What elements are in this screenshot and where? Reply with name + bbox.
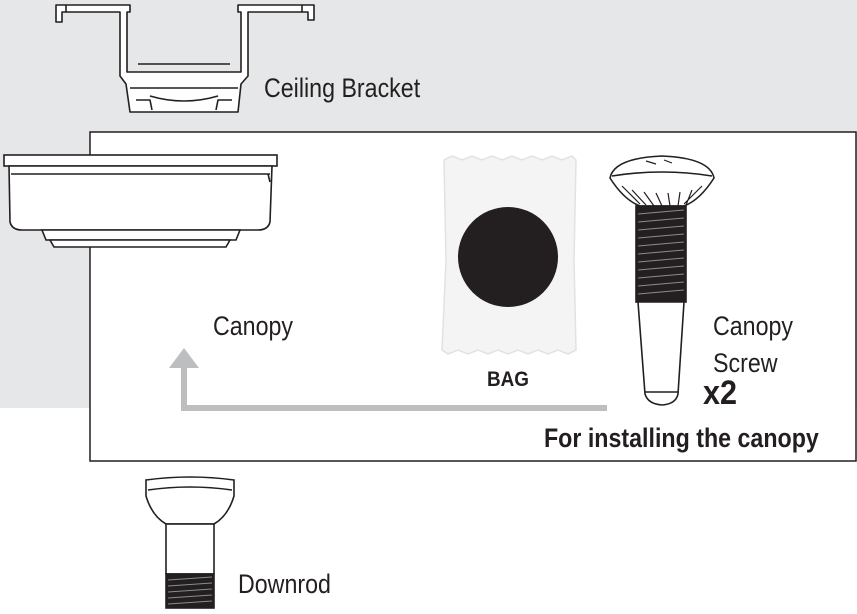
canopy-screw-icon <box>609 155 715 406</box>
downrod-icon <box>145 476 235 609</box>
canopy-screw-label-line1: Canopy <box>713 311 794 341</box>
canopy-label: Canopy <box>213 311 294 341</box>
canopy-screw-quantity: x2 <box>703 374 738 412</box>
arrow-icon <box>169 348 607 411</box>
bag-dot <box>458 207 558 307</box>
canopy-icon <box>3 154 278 248</box>
bag-label: BAG <box>487 368 530 391</box>
ceiling-bracket-icon <box>55 4 315 113</box>
canopy-screw-label-line2: Screw <box>713 348 778 378</box>
downrod-label: Downrod <box>238 569 331 599</box>
hardware-note: For installing the canopy <box>544 423 819 453</box>
ceiling-bracket-label: Ceiling Bracket <box>264 73 421 103</box>
bag-icon <box>441 155 577 355</box>
